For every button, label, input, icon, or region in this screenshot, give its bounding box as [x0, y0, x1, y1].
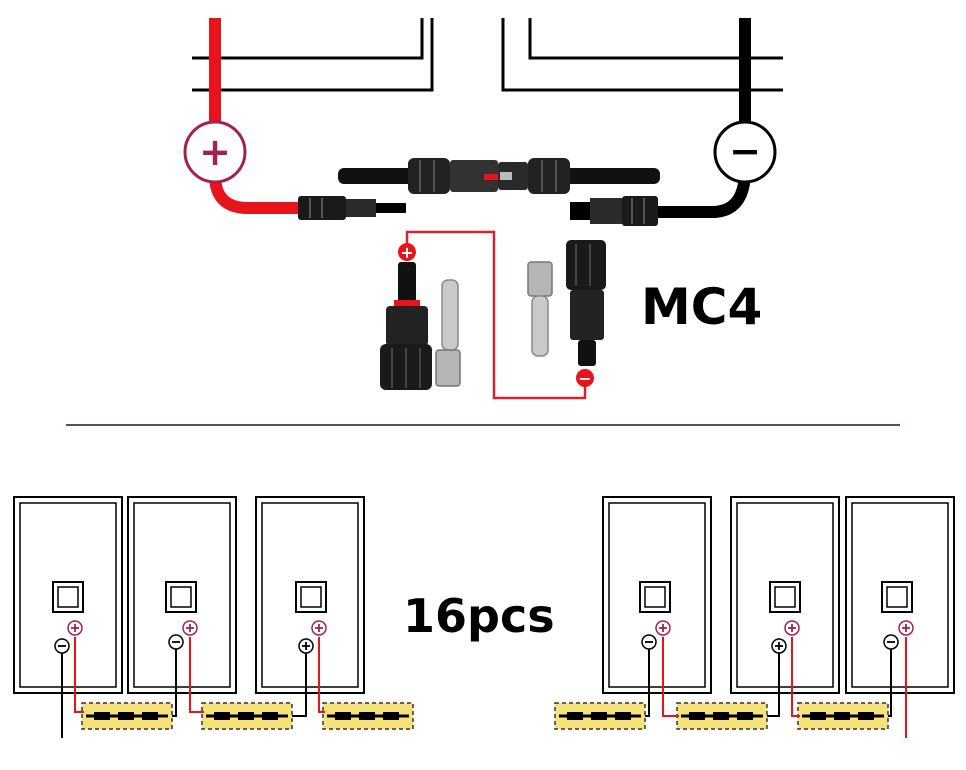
connector-band [554, 702, 646, 730]
female-connector-icon [570, 196, 658, 226]
minus-terminal-icon [641, 634, 657, 650]
string-wiring-left [61, 637, 325, 738]
connector-band [201, 702, 293, 730]
connector-bands [81, 702, 889, 730]
male-connector-exploded-icon [380, 262, 432, 390]
female-connector-exploded-icon [566, 240, 606, 366]
svg-text:−: − [729, 129, 761, 173]
solar-panel [602, 496, 712, 694]
solar-panel [13, 496, 123, 694]
plus-terminal-icon [182, 620, 198, 636]
plus-terminal-icon [784, 620, 800, 636]
small-minus-icon: − [576, 369, 594, 388]
top-panel-frame [192, 18, 783, 92]
right-panel-group [602, 496, 955, 694]
plus-circle-icon: + [183, 120, 247, 184]
plus-terminal-icon [311, 620, 327, 636]
svg-text:+: + [199, 130, 231, 174]
plus-terminal-icon [898, 620, 914, 636]
minus-terminal-icon [168, 634, 184, 650]
quantity-label: 16pcs [403, 589, 555, 643]
solar-panel [845, 496, 955, 694]
polarity-link-line [405, 230, 587, 400]
solar-panel [730, 496, 840, 694]
connector-band [81, 702, 173, 730]
svg-text:+: + [400, 243, 413, 262]
plus-terminal-icon [67, 620, 83, 636]
string-wiring-right [645, 637, 907, 738]
mated-mc4-connector-icon [338, 158, 660, 194]
minus-circle-icon: − [713, 120, 777, 184]
minus-terminal-icon [883, 634, 899, 650]
connector-band [322, 702, 414, 730]
small-plus-icon: + [398, 243, 416, 262]
plus-terminal-icon [655, 620, 671, 636]
left-panel-group [13, 496, 365, 694]
negative-cable [655, 18, 751, 218]
plus-terminal-icon [771, 638, 787, 654]
plus-terminal-icon [298, 638, 314, 654]
svg-text:−: − [578, 369, 591, 388]
terminal-symbols [54, 620, 914, 654]
male-connector-icon [298, 196, 406, 220]
connector-band [797, 702, 889, 730]
connector-type-label: MC4 [641, 278, 762, 336]
solar-panel [255, 496, 365, 694]
male-metal-pin-icon [435, 279, 461, 387]
connector-band [676, 702, 768, 730]
female-metal-pin-icon [527, 261, 553, 357]
solar-panel [127, 496, 237, 694]
minus-terminal-icon [54, 638, 70, 654]
